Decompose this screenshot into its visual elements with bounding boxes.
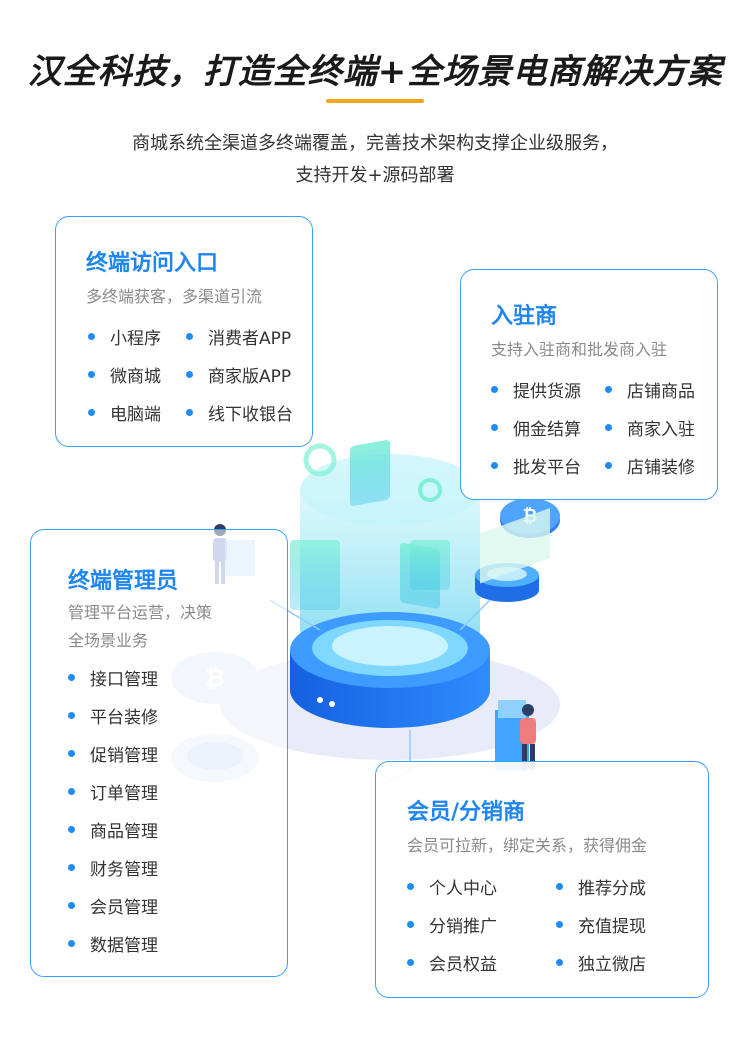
card-admin-desc-line-1: 管理平台运营，决策	[68, 603, 213, 622]
bullet-dot	[605, 462, 612, 469]
page-subtitle: 商城系统全渠道多终端覆盖，完善技术架构支撑企业级服务， 支持开发+源码部署	[0, 128, 750, 192]
bullet-dot	[556, 959, 563, 966]
platform-illustration: ₿	[160, 400, 630, 800]
bullet-dot	[407, 921, 414, 928]
card-member-desc: 会员可拉新，绑定关系，获得佣金	[407, 836, 648, 855]
card-admin-title: 终端管理员	[68, 569, 179, 594]
bullet-dot	[68, 940, 75, 947]
card-terminal-access: 终端访问入口 多终端获客，多渠道引流 小程序 消费者APP 微商城 商家版APP…	[55, 216, 313, 447]
card-merchant-desc: 支持入驻商和批发商入驻	[491, 340, 668, 359]
page-title: 汉全科技，打造全终端+全场景电商解决方案	[27, 52, 723, 92]
server-platform-graphic: ₿	[213, 440, 560, 786]
card-member-title: 会员/分销商	[407, 800, 526, 825]
bullet-dot	[68, 712, 75, 719]
bullet-dot	[88, 371, 95, 378]
bullet-dot	[491, 386, 498, 393]
bullet-dot	[68, 864, 75, 871]
bullet-dot	[605, 424, 612, 431]
title-underline	[326, 99, 424, 103]
bullet-dot	[68, 750, 75, 757]
card-member: 会员/分销商 会员可拉新，绑定关系，获得佣金 个人中心 推荐分成 分销推广 充值…	[375, 761, 709, 998]
card-admin-desc-line-2: 全场景业务	[68, 631, 149, 650]
bullet-dot	[407, 883, 414, 890]
bullet-dot	[556, 921, 563, 928]
bullet-dot	[68, 674, 75, 681]
bullet-dot	[556, 883, 563, 890]
card-merchant-title: 入驻商	[491, 304, 558, 329]
card-terminal-title: 终端访问入口	[86, 251, 219, 276]
bullet-dot	[88, 333, 95, 340]
bullet-dot	[186, 409, 193, 416]
bullet-dot	[68, 826, 75, 833]
card-merchant: 入驻商 支持入驻商和批发商入驻 提供货源 店铺商品 佣金结算 商家入驻 批发平台…	[460, 269, 718, 500]
card-admin: 终端管理员 管理平台运营，决策 全场景业务 接口管理 平台装修 促销管理 订单管…	[30, 529, 288, 977]
subtitle-line-2: 支持开发+源码部署	[295, 165, 455, 186]
bullet-dot	[68, 788, 75, 795]
bullet-dot	[88, 409, 95, 416]
subtitle-line-1: 商城系统全渠道多终端覆盖，完善技术架构支撑企业级服务，	[132, 133, 618, 154]
bullet-dot	[491, 462, 498, 469]
bullet-dot	[605, 386, 612, 393]
bullet-dot	[186, 371, 193, 378]
bullet-dot	[407, 959, 414, 966]
card-terminal-desc: 多终端获客，多渠道引流	[86, 287, 263, 306]
bullet-dot	[491, 424, 498, 431]
bullet-dot	[186, 333, 193, 340]
bullet-dot	[68, 902, 75, 909]
card-admin-desc: 管理平台运营，决策 全场景业务	[68, 599, 212, 655]
